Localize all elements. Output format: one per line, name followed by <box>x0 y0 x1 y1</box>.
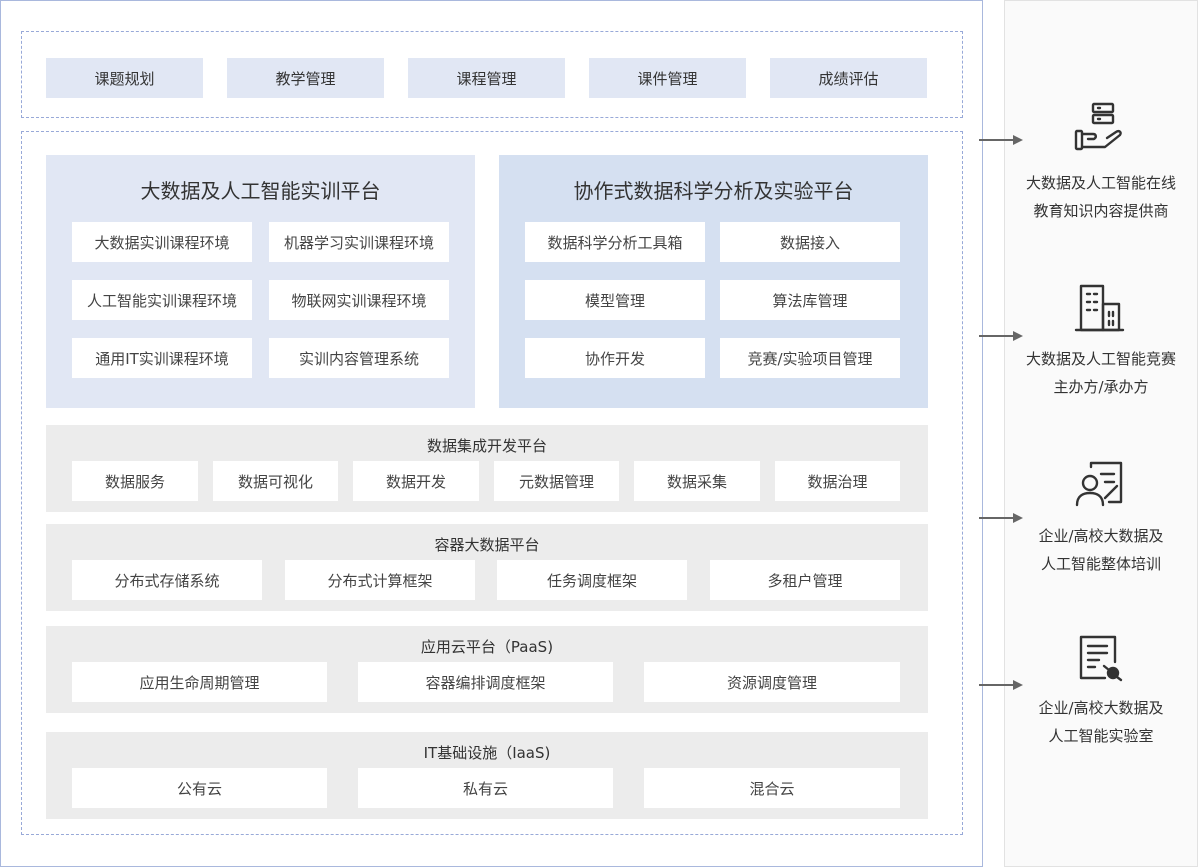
data-integration-layer: 数据集成开发平台 数据服务 数据可视化 数据开发 元数据管理 数据采集 数据治理 <box>46 425 928 512</box>
layer-item: 公有云 <box>72 768 327 808</box>
side-panel <box>1004 0 1198 867</box>
person-document-icon <box>1075 461 1123 507</box>
tab-course-management: 课程管理 <box>408 58 565 98</box>
layer-item: 混合云 <box>644 768 900 808</box>
side-label-enterprise-training: 企业/高校大数据及 人工智能整体培训 <box>1004 522 1198 578</box>
layer-item: 元数据管理 <box>494 461 619 501</box>
platform-b-item: 算法库管理 <box>720 280 900 320</box>
arrow-right-icon <box>979 513 1023 523</box>
layer-item: 应用生命周期管理 <box>72 662 327 702</box>
side-label-line: 教育知识内容提供商 <box>1033 202 1169 220</box>
arrow-right-icon <box>979 135 1023 145</box>
layer-item: 任务调度框架 <box>497 560 687 600</box>
layer-item: 数据开发 <box>353 461 479 501</box>
layer-item: 私有云 <box>358 768 613 808</box>
arrow-right-icon <box>979 331 1023 341</box>
layer-title: 容器大数据平台 <box>434 536 540 554</box>
layer-item: 数据可视化 <box>213 461 338 501</box>
data-science-platform: 协作式数据科学分析及实验平台 数据科学分析工具箱 数据接入 模型管理 算法库管理… <box>499 155 928 408</box>
platform-stack-group <box>21 131 963 835</box>
platform-b-item: 数据接入 <box>720 222 900 262</box>
iaas-layer: IT基础设施（IaaS) 公有云 私有云 混合云 <box>46 732 928 819</box>
layer-item: 数据服务 <box>72 461 198 501</box>
platform-a-item: 通用IT实训课程环境 <box>72 338 252 378</box>
side-label-content-provider: 大数据及人工智能在线 教育知识内容提供商 <box>1004 169 1198 225</box>
platform-a-item: 机器学习实训课程环境 <box>269 222 449 262</box>
side-label-line: 人工智能整体培训 <box>1040 555 1161 573</box>
training-platform: 大数据及人工智能实训平台 大数据实训课程环境 机器学习实训课程环境 人工智能实训… <box>46 155 475 408</box>
paas-layer: 应用云平台（PaaS) 应用生命周期管理 容器编排调度框架 资源调度管理 <box>46 626 928 713</box>
top-tabs-group <box>21 31 963 118</box>
platform-b-item: 数据科学分析工具箱 <box>525 222 705 262</box>
container-bigdata-layer: 容器大数据平台 分布式存储系统 分布式计算框架 任务调度框架 多租户管理 <box>46 524 928 611</box>
platform-b-item: 模型管理 <box>525 280 705 320</box>
layer-item: 分布式存储系统 <box>72 560 262 600</box>
side-label-line: 主办方/承办方 <box>1053 378 1149 396</box>
layer-item: 容器编排调度框架 <box>358 662 613 702</box>
platform-a-item: 实训内容管理系统 <box>269 338 449 378</box>
platform-b-item: 竞赛/实验项目管理 <box>720 338 900 378</box>
platform-b-item: 协作开发 <box>525 338 705 378</box>
side-label-competition-organizer: 大数据及人工智能竞赛 主办方/承办方 <box>1004 345 1198 401</box>
side-label-line: 企业/高校大数据及 <box>1038 699 1164 717</box>
side-label-line: 人工智能实验室 <box>1048 727 1154 745</box>
layer-title: IT基础设施（IaaS) <box>423 744 551 762</box>
layer-item: 数据治理 <box>775 461 900 501</box>
platform-a-item: 人工智能实训课程环境 <box>72 280 252 320</box>
lab-report-icon <box>1079 635 1123 682</box>
hand-data-icon <box>1074 102 1122 151</box>
layer-item: 分布式计算框架 <box>285 560 475 600</box>
data-science-platform-title: 协作式数据科学分析及实验平台 <box>573 179 854 203</box>
layer-title: 数据集成开发平台 <box>426 437 547 455</box>
platform-a-item: 物联网实训课程环境 <box>269 280 449 320</box>
tab-grade-assessment: 成绩评估 <box>770 58 927 98</box>
tab-teaching-management: 教学管理 <box>227 58 384 98</box>
building-icon <box>1074 284 1125 332</box>
layer-item: 数据采集 <box>634 461 760 501</box>
side-label-line: 企业/高校大数据及 <box>1038 527 1164 545</box>
arrow-right-icon <box>979 680 1023 690</box>
layer-item: 资源调度管理 <box>644 662 900 702</box>
layer-item: 多租户管理 <box>710 560 900 600</box>
tab-topic-planning: 课题规划 <box>46 58 203 98</box>
layer-title: 应用云平台（PaaS) <box>420 638 554 656</box>
side-label-line: 大数据及人工智能竞赛 <box>1025 350 1176 368</box>
platform-a-item: 大数据实训课程环境 <box>72 222 252 262</box>
side-label-enterprise-lab: 企业/高校大数据及 人工智能实验室 <box>1004 694 1198 750</box>
training-platform-title: 大数据及人工智能实训平台 <box>140 179 381 203</box>
tab-courseware-management: 课件管理 <box>589 58 746 98</box>
side-label-line: 大数据及人工智能在线 <box>1025 174 1176 192</box>
